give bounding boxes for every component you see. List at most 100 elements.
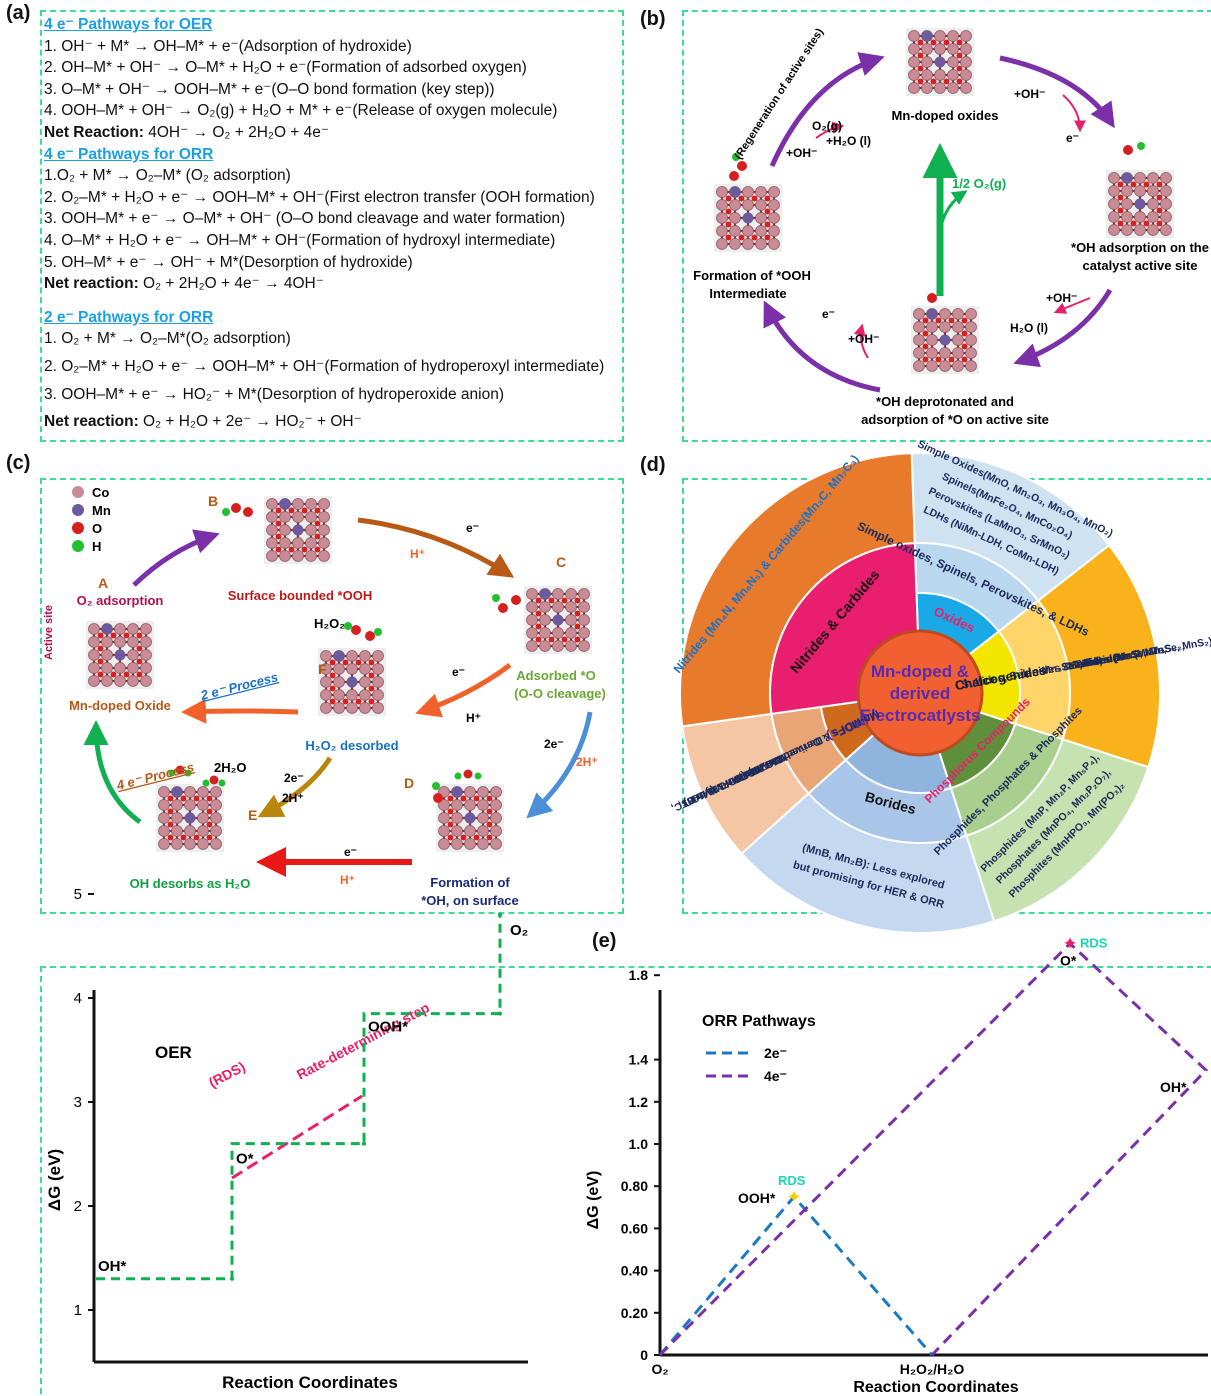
orr4-step: 5. OH–M* + e⁻ → OH⁻ + M*(Desorption of h… [44, 253, 413, 271]
label-c-h2o2-desorbed: H₂O₂ desorbed [305, 738, 398, 753]
adsorbate-oh-right [1123, 142, 1145, 155]
arrow-b-topleft [815, 121, 845, 139]
label-b-left-1: Formation of *OOH [693, 268, 811, 283]
label-c-e-bc: e⁻ [466, 521, 479, 535]
label-b-center: 1/2 O₂(g) [952, 176, 1006, 191]
label-c-E: E [248, 807, 257, 823]
panel-c-frame [40, 478, 624, 914]
oer-xlabel: Reaction Coordinates [222, 1373, 398, 1392]
oer-ytick-label: 5 [74, 886, 82, 903]
oer-rds-label-2: (RDS) [206, 1058, 248, 1090]
arrow-b-left-top [769, 52, 885, 168]
legend-o-dot [72, 522, 84, 534]
adsorbate-ooh-left [729, 153, 747, 181]
legend-h-dot [72, 540, 84, 552]
oer-step: 2. OH–M* + OH⁻ → O–M* + H₂O + e⁻(Formati… [44, 59, 527, 77]
oer-step: 4. OOH–M* + OH⁻ → O₂(g) + H₂O + M* + e⁻(… [44, 102, 558, 120]
label-c-formation-of: Formation of [430, 875, 510, 890]
lattice-c-c [522, 584, 594, 656]
lattice-c-f [316, 646, 388, 718]
orr2-net: Net reaction: O₂ + H₂O + 2e⁻ → HO₂⁻ + OH… [44, 413, 362, 431]
oer-step: 1. OH⁻ + M* → OH–M* + e⁻(Adsorption of h… [44, 37, 412, 55]
orr4-step: 4. O–M* + H₂O + e⁻ → OH–M* + OH⁻(Formati… [44, 231, 556, 249]
legend-mn-dot [72, 504, 84, 516]
label-b-e-bottom: e⁻ [822, 307, 835, 321]
panel-a-frame [40, 10, 624, 442]
label-b-oh-topleft: +OH⁻ [786, 146, 817, 160]
orr-ytick-label: 0.40 [621, 1263, 648, 1279]
label-c-h-cf: H⁺ [466, 711, 481, 725]
legend-o: O [92, 521, 102, 536]
legend-mn: Mn [92, 503, 111, 518]
orr-rds-label-4e: RDS [1080, 936, 1108, 951]
orr-rds-star-4e: ✦ [1062, 934, 1077, 954]
label-b-e-topright: e⁻ [1066, 131, 1079, 145]
orr-legend-4e: 4e⁻ [764, 1068, 787, 1084]
oer-series-line [96, 914, 502, 1281]
orr2-step: 3. OOH–M* + e⁻ → HO₂⁻ + M*(Desorption of… [44, 385, 505, 403]
arrow-c-f-e [257, 756, 333, 818]
oer-point [230, 1276, 234, 1281]
arrow-c-a-b [132, 529, 220, 587]
panel-e-oer-chart: OER Reaction Coordinates ΔG (eV) Rate-de… [45, 886, 528, 1392]
legend-co-dot [72, 486, 84, 498]
panel-label-c: (c) [6, 452, 31, 474]
orr-rds-star-2e: ✦ [786, 1187, 801, 1207]
oer-point-label: OH* [98, 1258, 127, 1275]
arrow-b-top-right [999, 55, 1115, 129]
label-b-h2o-right: H₂O (l) [1010, 321, 1048, 335]
orr2-step: 1. O₂ + M* → O₂–M*(O₂ adsorption) [44, 330, 291, 348]
arrow-c-c-d [526, 711, 593, 819]
panel-c-diagram: Co Mn O H A B C D E F O₂ adsorption [43, 485, 606, 908]
orr4-net: Net reaction: O₂ + 2H₂O + 4e⁻ → 4OH⁻ [44, 275, 324, 293]
label-b-right-2: catalyst active site [1083, 258, 1198, 273]
orr-ytick-label: 0.20 [621, 1305, 648, 1321]
arrow-c-b-c [357, 517, 515, 578]
orr-series-4e [658, 941, 1209, 1357]
legend-co: Co [92, 485, 109, 500]
panel-e-frame [40, 966, 1211, 1394]
oer-ytick-label: 1 [74, 1302, 82, 1319]
oer-rds-label: Rate-determining step [294, 999, 432, 1083]
label-b-h2o-top: +H₂O (l) [826, 134, 871, 148]
oer-ytick-label: 3 [74, 1094, 82, 1111]
label-b-left-2: Intermediate [709, 286, 786, 301]
label-c-2h2o: 2H₂O [214, 760, 247, 775]
arrow-b-e-bottom [853, 323, 869, 359]
label-c-2e-fe: 2e⁻ [284, 771, 304, 785]
arrow-b-right-bottom [1013, 288, 1113, 368]
oer-ytick-label: 2 [74, 1198, 82, 1215]
label-b-oh-topright: +OH⁻ [1014, 87, 1045, 101]
panel-label-a: (a) [6, 2, 31, 24]
legend-h: H [92, 539, 101, 554]
orr-xtick-label: O₂ [651, 1361, 668, 1377]
wheel-outer-chalc-text: MnTe₂) [1067, 655, 1103, 673]
orr-point-label: OOH* [738, 1190, 776, 1206]
orr2-step: 2. O₂–M* + H₂O + e⁻ → OOH–M* + OH⁻(Forma… [44, 357, 605, 375]
wheel-center-text: Mn-doped & [871, 662, 969, 681]
orr-rds-label-2e: RDS [778, 1173, 806, 1188]
orr2-title: 2 e⁻ Pathways for ORR [44, 308, 214, 326]
label-c-2e-process: 2 e⁻ Process [198, 669, 279, 703]
panel-label-b: (b) [640, 8, 666, 30]
oer-ytick-label: 4 [74, 990, 82, 1007]
orr-ytick-label: 1.2 [629, 1094, 649, 1110]
orr-ytick-label: 1.0 [629, 1136, 649, 1152]
orr4-title: 4 e⁻ Pathways for ORR [44, 145, 214, 163]
label-b-top: Mn-doped oxides [892, 108, 999, 123]
label-b-oh-right: +OH⁻ [1046, 291, 1077, 305]
lattice-c-e [154, 782, 226, 854]
oer-net: Net Reaction: 4OH⁻ → O₂ + 2H₂O + 4e⁻ [44, 123, 330, 141]
orr-ylabel: ΔG (eV) [585, 1171, 602, 1230]
label-c-oo-cleavage: (O-O cleavage) [514, 686, 606, 701]
molecule-ooh-b [222, 503, 253, 517]
lattice-c-b [262, 494, 334, 566]
lattice-top [904, 26, 976, 98]
orr-ytick-label: 0.60 [621, 1220, 648, 1236]
lattice-c-d [434, 782, 506, 854]
orr-xtick-label: H₂O₂/H₂O [900, 1361, 965, 1377]
oer-point-label: O* [236, 1151, 254, 1168]
oer-title: 4 e⁻ Pathways for OER [44, 16, 213, 33]
orr-point-label: OH* [1160, 1079, 1187, 1095]
oer-step: 3. O–M* + OH⁻ → OOH–M* + e⁻(O–O bond for… [44, 80, 495, 98]
